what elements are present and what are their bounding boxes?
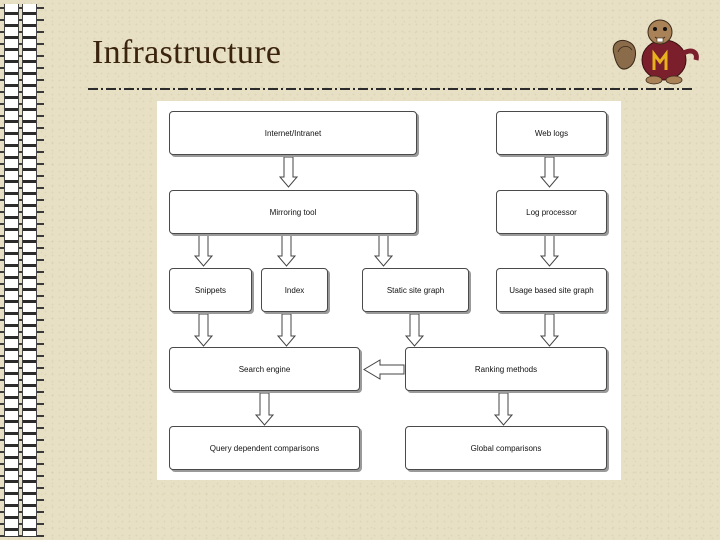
arrow-mirroring-static: [373, 234, 394, 267]
node-log-processor: Log processor: [496, 190, 607, 234]
arrow-search-query: [254, 392, 275, 426]
gopher-mascot-icon: [612, 19, 699, 85]
node-usage-site-graph: Usage based site graph: [496, 268, 607, 312]
arrow-static-ranking: [404, 313, 425, 347]
arrow-weblogs-logproc: [539, 156, 560, 188]
arrow-usage-ranking: [539, 313, 560, 347]
title-divider: [88, 88, 694, 90]
slide-title: Infrastructure: [92, 34, 282, 71]
spiral-binding: [0, 0, 44, 540]
arrow-mirroring-snippets: [193, 234, 214, 267]
node-global-comparisons: Global comparisons: [405, 426, 607, 470]
diagram-panel: Internet/Intranet Web logs Mirroring too…: [157, 101, 621, 480]
binding-strip-right: [22, 4, 37, 536]
diagram-arrows: [193, 156, 560, 426]
binding-strip-left: [4, 4, 19, 536]
node-static-site-graph: Static site graph: [362, 268, 469, 312]
node-internet-intranet: Internet/Intranet: [169, 111, 417, 155]
node-web-logs: Web logs: [496, 111, 607, 155]
arrow-mirroring-index: [276, 234, 297, 267]
arrow-logproc-usage: [539, 234, 560, 267]
arrow-ranking-global: [493, 392, 514, 426]
arrow-snippets-search: [193, 313, 214, 347]
arrow-index-search: [276, 313, 297, 347]
node-index: Index: [261, 268, 328, 312]
node-mirroring-tool: Mirroring tool: [169, 190, 417, 234]
arrow-ranking-search: [363, 359, 405, 380]
node-search-engine: Search engine: [169, 347, 360, 391]
node-query-dependent-comparisons: Query dependent comparisons: [169, 426, 360, 470]
arrow-internet-mirroring: [278, 156, 299, 188]
node-ranking-methods: Ranking methods: [405, 347, 607, 391]
node-snippets: Snippets: [169, 268, 252, 312]
